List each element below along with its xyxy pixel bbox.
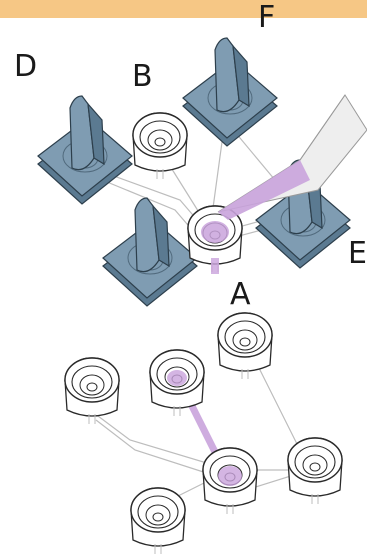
- label-d: D: [14, 49, 37, 84]
- label-b: B: [132, 59, 153, 94]
- label-e: E: [348, 236, 367, 271]
- open-well-b-icon: [132, 112, 188, 180]
- open-well-bottom-icon: [130, 487, 186, 555]
- sample-well-bottom-icon: [149, 349, 205, 417]
- sample-well-icon: [187, 205, 243, 274]
- header-accent-bar: [0, 0, 367, 18]
- open-well-right-icon: [287, 437, 343, 505]
- label-f: F: [258, 0, 275, 35]
- open-well-left-icon: [64, 357, 120, 425]
- port-cap-bottom-icon: [102, 197, 198, 307]
- open-well-a-icon: [217, 312, 273, 380]
- port-cap-f-icon: [182, 37, 278, 147]
- sample-well-center-icon: [202, 447, 258, 515]
- port-cap-d-icon: [37, 95, 133, 205]
- pipette-icon: [217, 94, 367, 220]
- label-a: A: [230, 277, 251, 312]
